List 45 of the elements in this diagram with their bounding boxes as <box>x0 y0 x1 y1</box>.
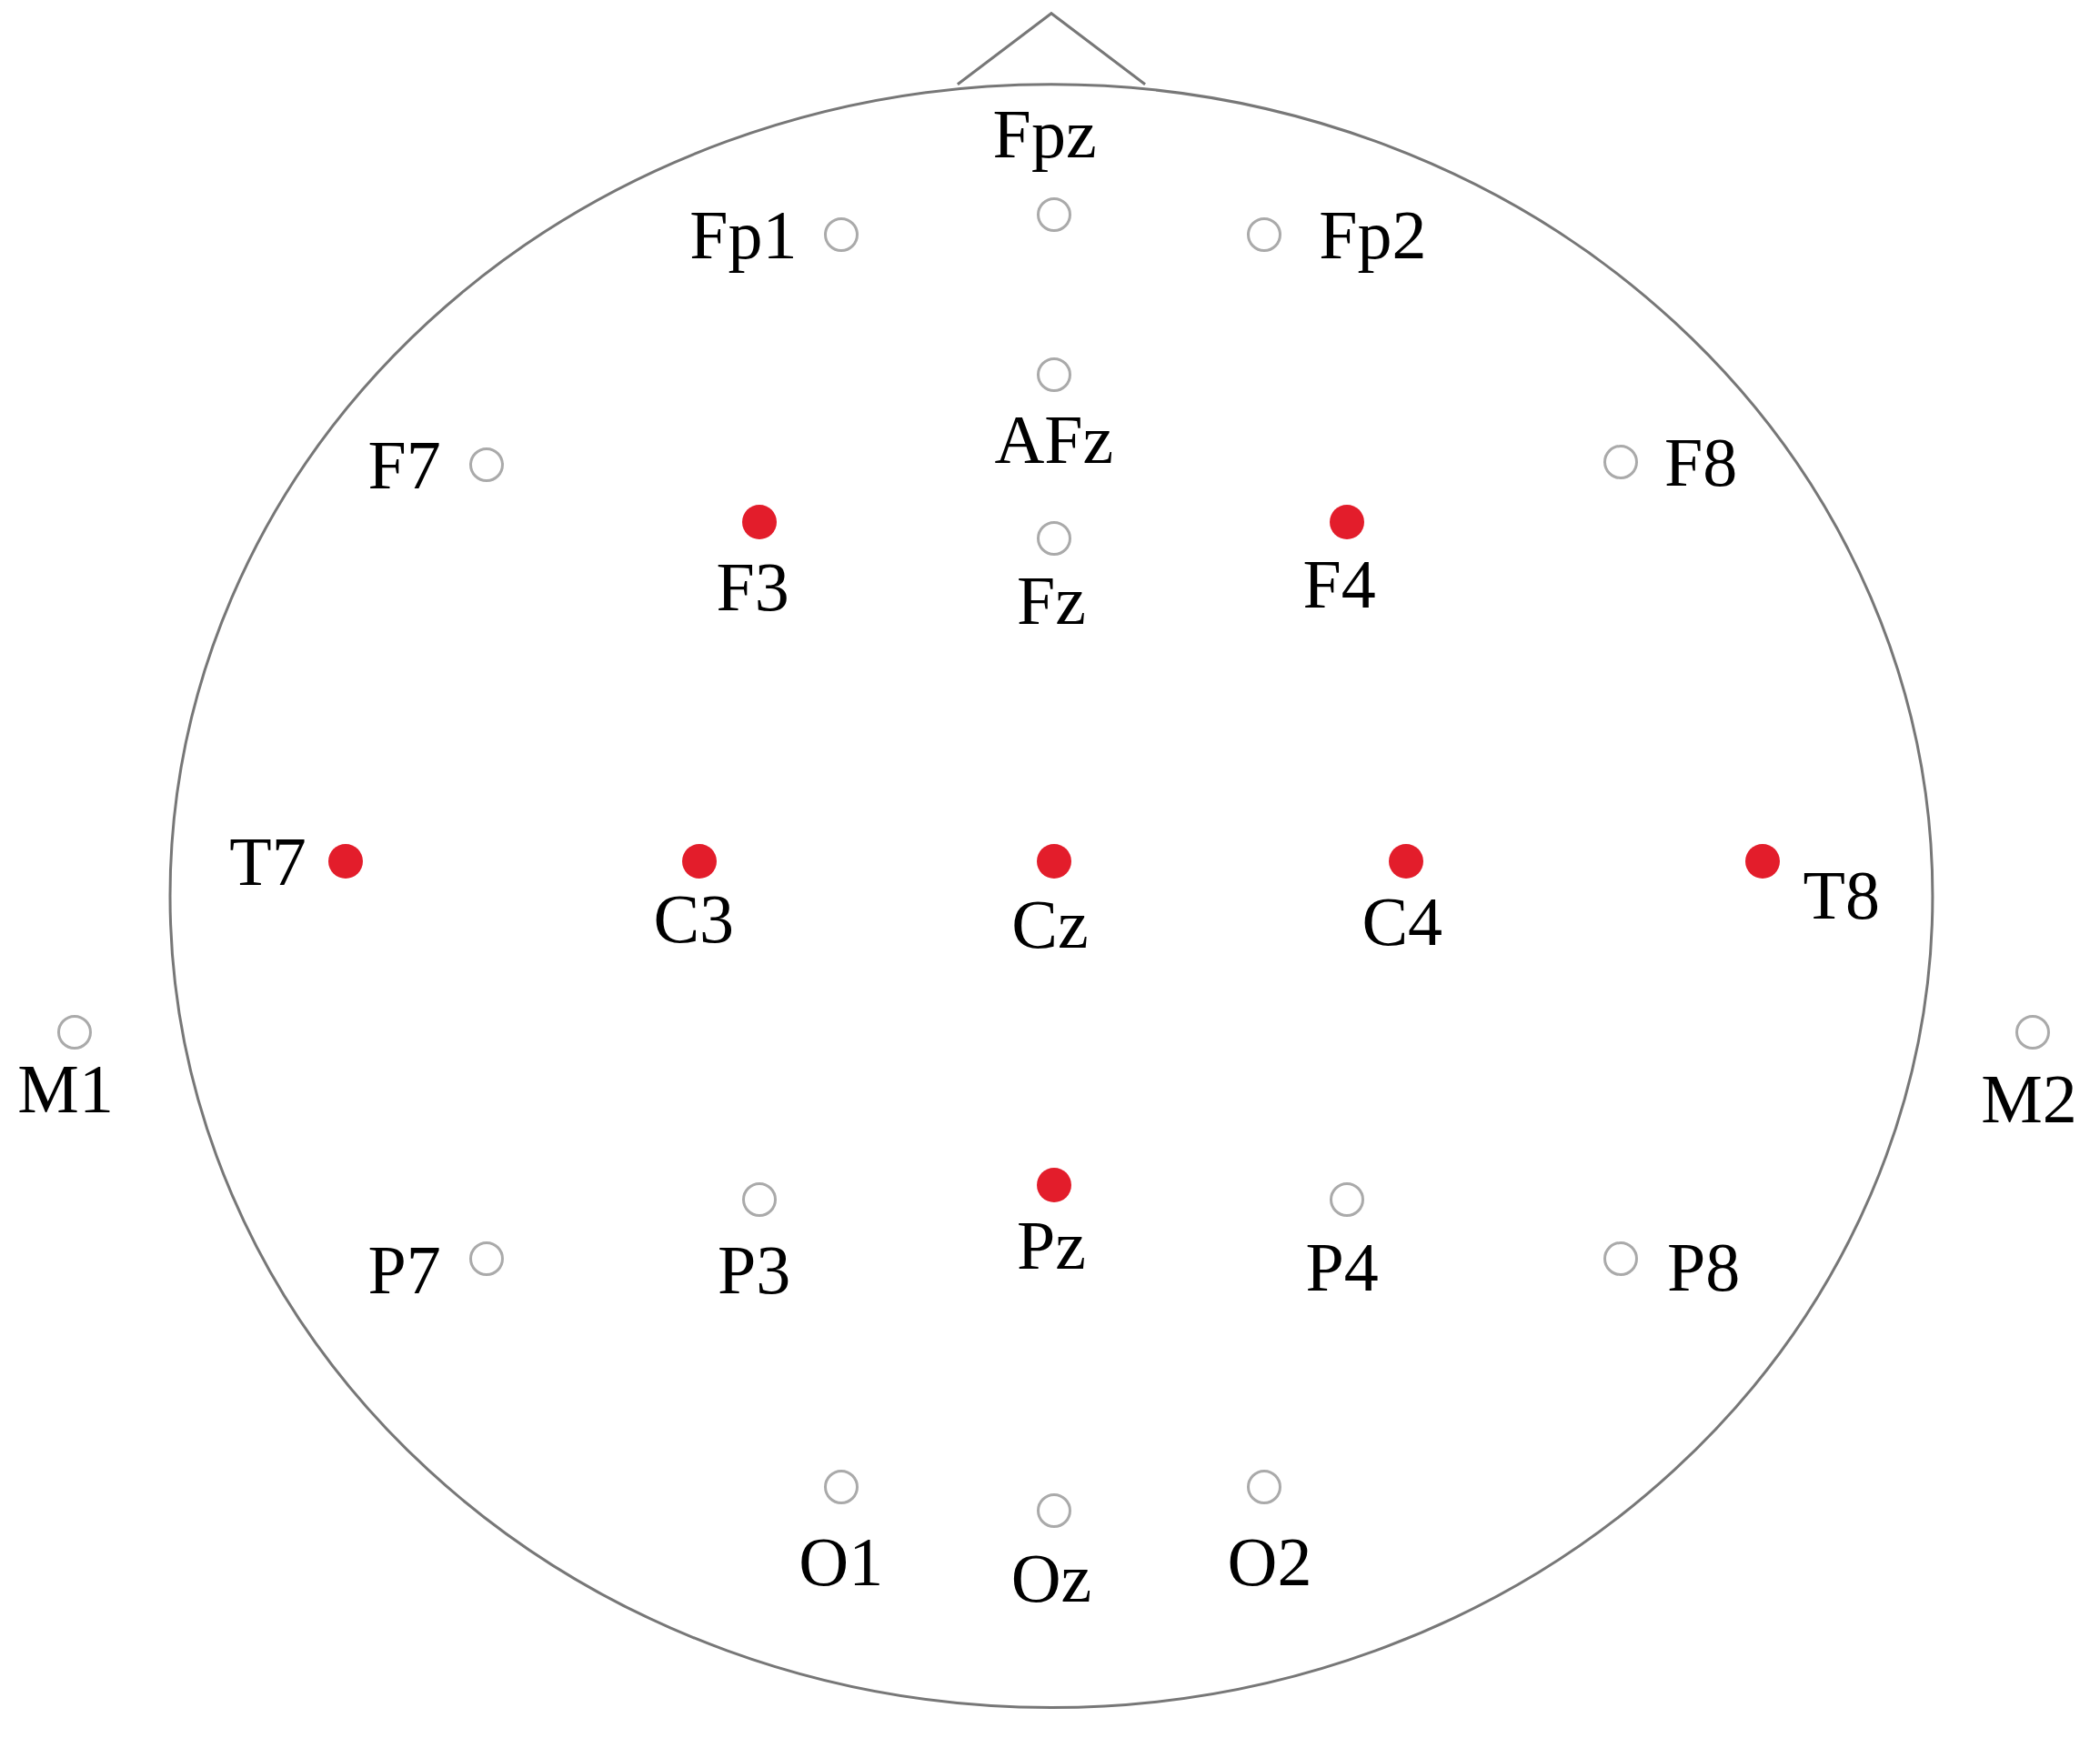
active-electrode <box>327 843 363 879</box>
inactive-electrode <box>1036 1493 1071 1529</box>
inactive-electrode <box>2015 1015 2051 1050</box>
electrode-label: M1 <box>17 1054 114 1124</box>
electrode-label: C4 <box>1361 887 1443 957</box>
electrode-label: AFz <box>994 405 1114 474</box>
inactive-electrode <box>1247 1469 1282 1504</box>
electrode-label: Fz <box>1016 565 1086 635</box>
electrode-label: Cz <box>1011 889 1089 959</box>
inactive-electrode <box>823 216 859 252</box>
electrode-label: P3 <box>717 1235 791 1304</box>
electrode-label: F3 <box>716 552 789 621</box>
inactive-electrode <box>1036 520 1071 556</box>
electrode-label: F4 <box>1302 549 1376 619</box>
electrode-label: O1 <box>799 1527 884 1596</box>
electrode-label: F8 <box>1664 427 1738 497</box>
active-electrode <box>1330 505 1365 540</box>
electrode-label: Oz <box>1010 1542 1092 1612</box>
electrode-label: M2 <box>1981 1063 2077 1133</box>
inactive-electrode <box>823 1469 859 1504</box>
inactive-electrode <box>1036 357 1071 393</box>
inactive-electrode <box>741 1182 777 1218</box>
electrode-label: P8 <box>1666 1232 1741 1302</box>
electrode-label: O2 <box>1227 1527 1312 1596</box>
active-electrode <box>1036 1168 1071 1203</box>
inactive-electrode <box>1603 1241 1638 1277</box>
electrode-label: C3 <box>653 884 735 954</box>
inactive-electrode <box>1036 196 1071 232</box>
electrode-label: P4 <box>1305 1232 1379 1302</box>
inactive-electrode <box>468 447 504 482</box>
inactive-electrode <box>468 1241 504 1277</box>
electrode-label: Pz <box>1016 1211 1086 1281</box>
inactive-electrode <box>1330 1182 1365 1218</box>
electrode-label: T7 <box>229 826 306 896</box>
electrode-label: T8 <box>1803 859 1880 929</box>
active-electrode <box>681 843 717 879</box>
active-electrode <box>1036 843 1071 879</box>
active-electrode <box>741 505 777 540</box>
active-electrode <box>1744 843 1780 879</box>
inactive-electrode <box>1247 216 1282 252</box>
inactive-electrode <box>1603 445 1638 480</box>
electrode-label: P7 <box>367 1235 441 1304</box>
electrode-label: F7 <box>367 429 441 499</box>
active-electrode <box>1389 843 1424 879</box>
inactive-electrode <box>57 1015 93 1050</box>
